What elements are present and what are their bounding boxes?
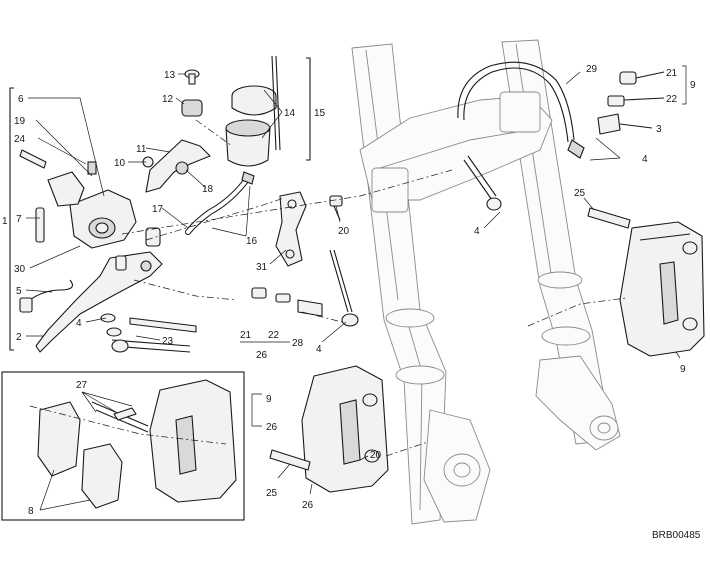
callout-27: 27: [76, 380, 88, 391]
callout-20-centre: 20: [370, 450, 382, 461]
callout-14: 14: [284, 108, 296, 119]
callout-11: 11: [136, 144, 147, 155]
callout-24: 24: [14, 134, 26, 145]
callout-8: 8: [28, 506, 34, 517]
callout-30: 30: [14, 264, 26, 275]
callout-9-right-top: 9: [690, 80, 696, 91]
caliper-bracket-and-fittings: [251, 191, 359, 327]
callout-28: 28: [292, 338, 304, 349]
callout-17: 17: [152, 204, 164, 215]
callout-leaders: [25, 65, 687, 511]
master-cylinder-assembly: [9, 87, 197, 353]
assembly-centerlines: [29, 119, 627, 457]
diagram-code: BRB00485: [652, 530, 701, 541]
callout-12: 12: [162, 94, 174, 105]
callout-21-centre: 21: [240, 330, 252, 341]
callout-9-right-caliper: 9: [680, 364, 686, 375]
callout-19: 19: [14, 116, 26, 127]
callout-4-left: 4: [76, 318, 82, 329]
left-brake-caliper: [269, 365, 389, 493]
callout-7: 7: [16, 214, 22, 225]
callout-5: 5: [16, 286, 22, 297]
callout-23: 23: [162, 336, 174, 347]
callout-13: 13: [164, 70, 176, 81]
callout-26-inset: 26: [266, 422, 278, 433]
callout-6: 6: [18, 94, 24, 105]
callout-20-top: 20: [338, 226, 350, 237]
callout-15: 15: [314, 108, 326, 119]
callout-25-centre: 25: [266, 488, 278, 499]
front-fork-assembly: [351, 39, 621, 525]
callout-18: 18: [202, 184, 214, 195]
callout-4-fork: 4: [474, 226, 480, 237]
callout-21-right: 21: [666, 68, 678, 79]
callout-1: 1: [2, 216, 8, 227]
callout-16: 16: [246, 236, 258, 247]
callout-4-right: 4: [642, 154, 648, 165]
callout-22-centre: 22: [268, 330, 280, 341]
callout-9-inset: 9: [266, 394, 272, 405]
callout-26-caliper: 26: [302, 500, 314, 511]
callout-31: 31: [256, 262, 268, 273]
callout-25-right: 25: [574, 188, 586, 199]
callout-29: 29: [586, 64, 598, 75]
bleed-valve-fittings: [597, 71, 665, 135]
callout-22-right: 22: [666, 94, 678, 105]
brake-pad-inset: [1, 371, 245, 521]
right-brake-caliper: [587, 207, 705, 357]
callout-10: 10: [114, 158, 126, 169]
callout-4-centre: 4: [316, 344, 322, 355]
callout-numbers: 1 6 19 24 7 30 5 2 4 23 10 11 12 13 14 1…: [2, 64, 701, 541]
callout-2: 2: [16, 332, 22, 343]
callout-26-centre: 26: [256, 350, 268, 361]
callout-3: 3: [656, 124, 662, 135]
brake-hose-right: [457, 61, 585, 211]
